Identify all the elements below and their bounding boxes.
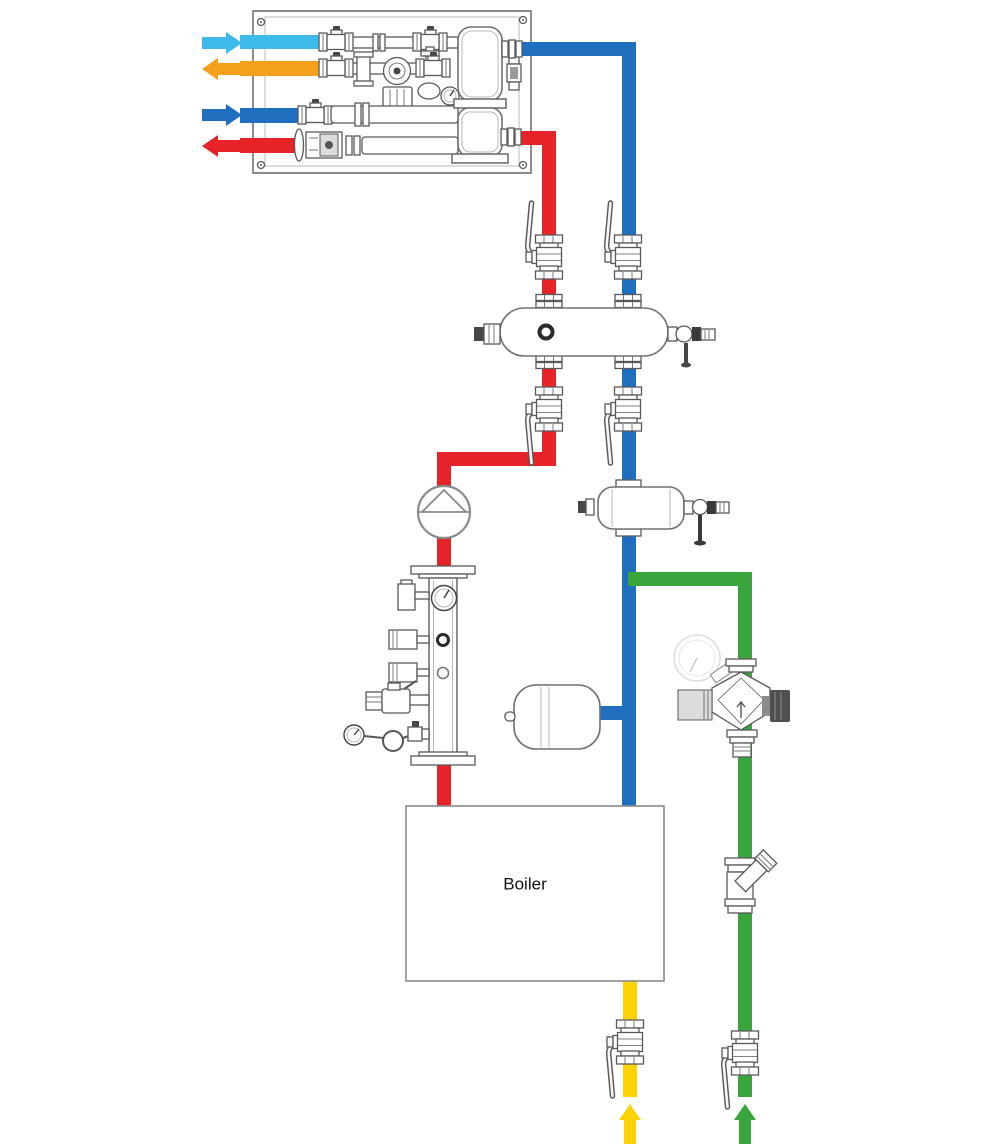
pipe-light-blue-stub [240, 35, 324, 49]
pipe-orange-stub [240, 61, 324, 76]
faded-gauge-icon [673, 634, 721, 682]
pipe-red-horizontal-mid [437, 452, 556, 466]
pipe-green-vertical [738, 572, 752, 1097]
temperature-sensor-icon [388, 629, 450, 650]
y-strainer-icon [724, 849, 778, 914]
pipe-dark-blue-stub [240, 108, 302, 123]
pipe-blue-horizontal [520, 42, 636, 56]
panel-air-vent-icon [506, 55, 522, 91]
pipe-red-to-boiler [437, 765, 451, 807]
panel-tank-icon [417, 82, 441, 100]
separator-drain-icon [683, 498, 730, 546]
panel-filter-icon [356, 54, 371, 83]
prv-adjust-knob-icon [770, 690, 790, 722]
panel-motorized-valve-icon [305, 131, 343, 159]
prv-nut-icon [762, 696, 770, 716]
gauge-with-siphon-icon [343, 721, 430, 752]
boiler-label: Boiler [503, 874, 547, 893]
sensor-pocket-icon [397, 579, 430, 611]
panel-outlet-unions [500, 39, 523, 147]
plate-heat-exchanger-icon [451, 26, 509, 164]
boiler-manifold-group [343, 565, 476, 766]
pipe-red-stub [240, 138, 297, 153]
separator-plug-icon [474, 327, 484, 341]
pipe-blue-expansion-stub [596, 706, 624, 720]
circulation-pump-icon [416, 484, 472, 540]
pipe-red-pump-to-manifold [437, 534, 451, 570]
panel-flange-icon [293, 128, 305, 162]
panel-insulated-pipe [361, 136, 459, 155]
separator-drain-valve-icon [667, 325, 716, 368]
pressure-gauge-icon [430, 584, 458, 612]
panel-internals [293, 25, 522, 164]
separator-port-icon [537, 323, 555, 341]
temperature-sensor-icon [388, 662, 450, 683]
air-dirt-separator-icon [578, 479, 730, 546]
expansion-vessel-icon [504, 684, 601, 750]
pressure-reducing-valve-icon [673, 634, 790, 758]
panel-screw-icon [256, 15, 528, 170]
boiler: Boiler [405, 805, 665, 982]
prv-cartridge-icon [677, 689, 713, 721]
safety-valve-icon [365, 680, 430, 714]
hydraulic-separator-icon [474, 293, 716, 370]
panel-insulated-pipe [330, 105, 459, 124]
pipe-red-to-pump [437, 452, 451, 492]
pipe-green-horizontal [628, 572, 752, 586]
